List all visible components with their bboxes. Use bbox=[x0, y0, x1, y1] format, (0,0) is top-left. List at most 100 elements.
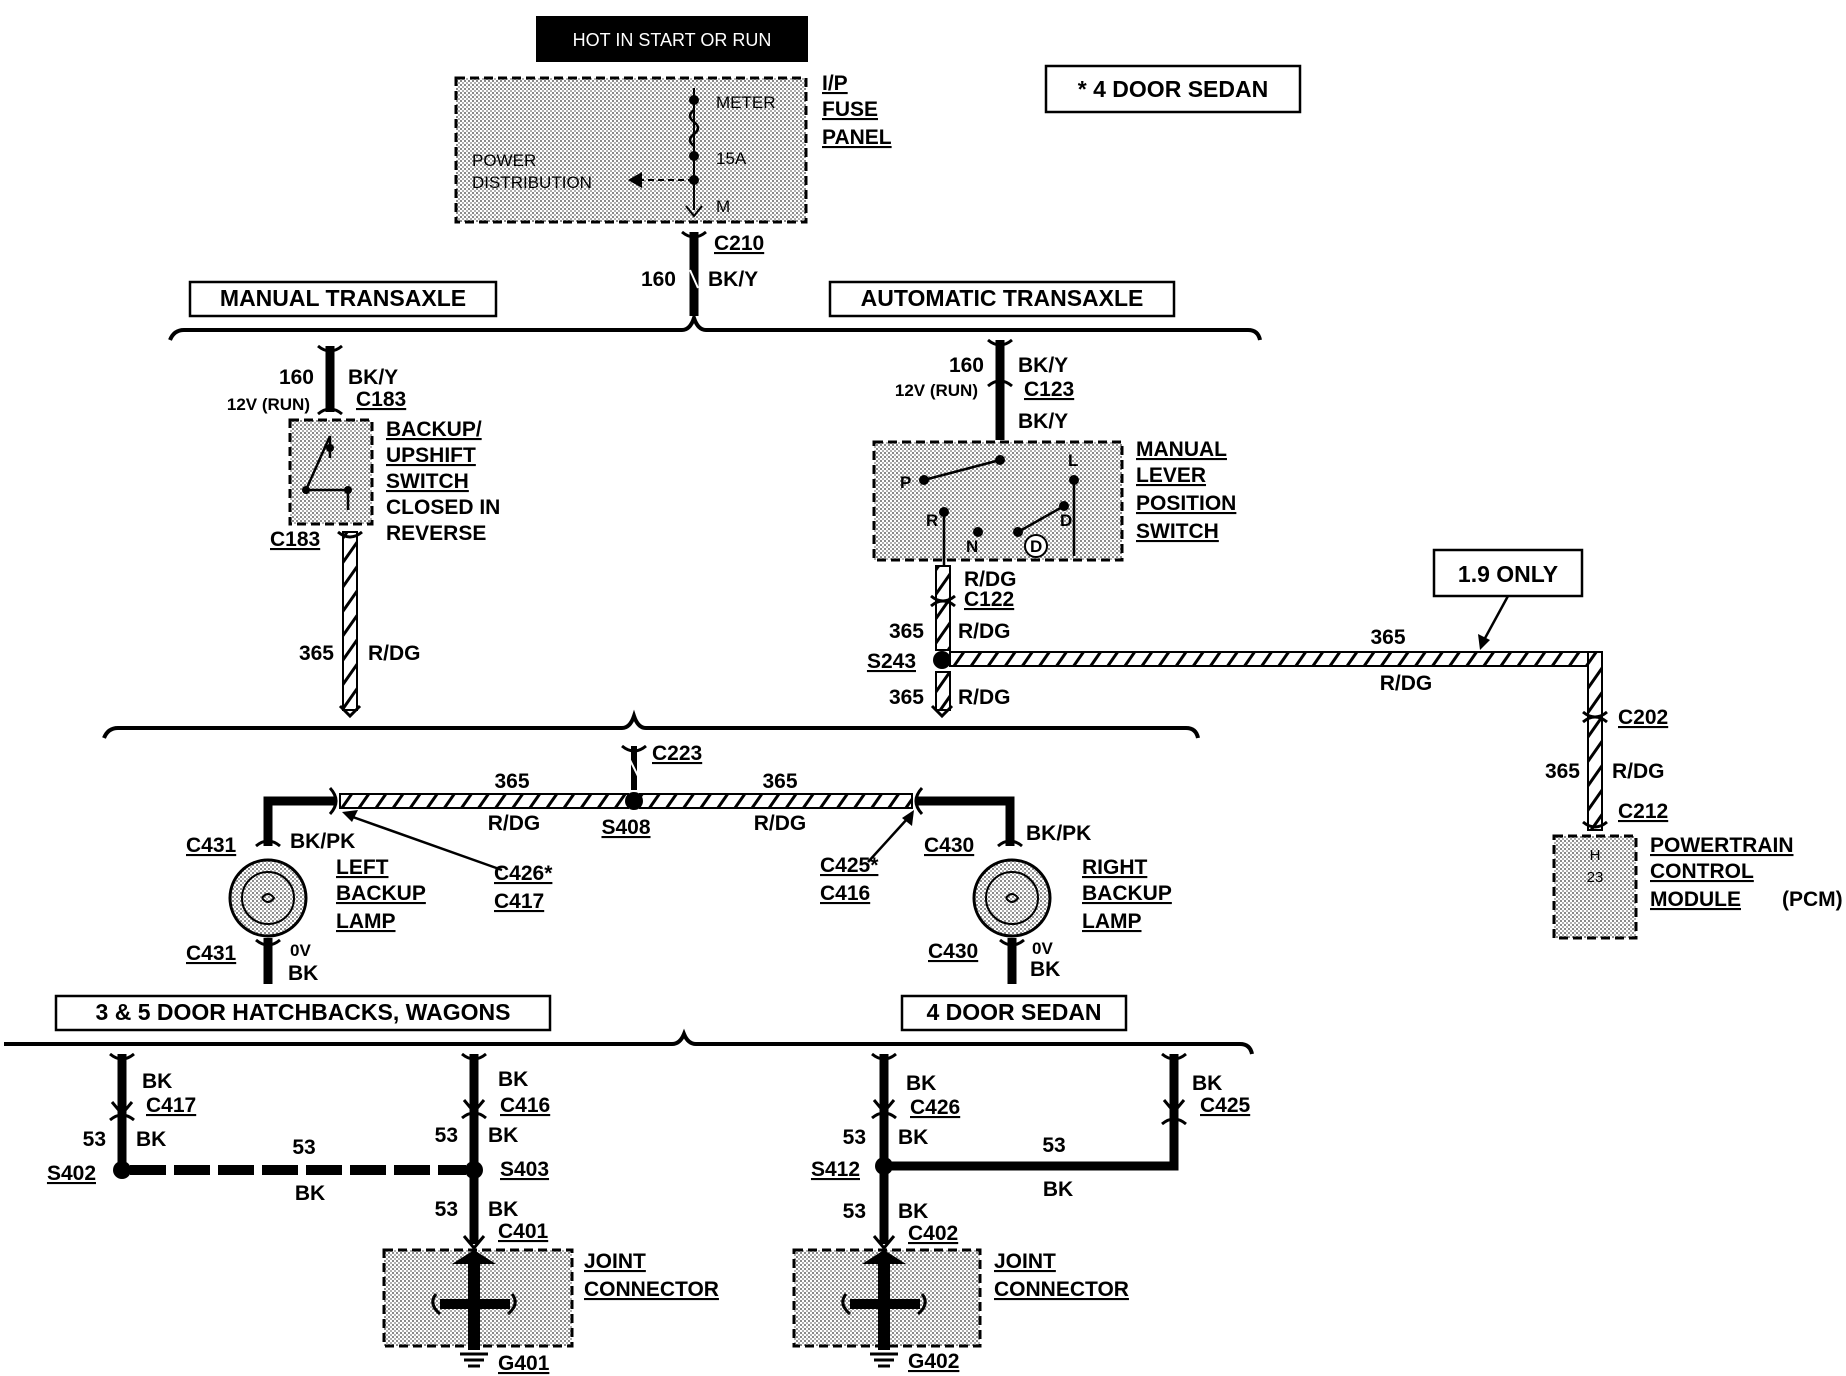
left-lamp-pointer bbox=[349, 814, 503, 872]
sedan-wire-circuit: 53 bbox=[1042, 1134, 1065, 1157]
pcm-horizontal-wire bbox=[949, 651, 1603, 667]
fuse-panel-box bbox=[454, 76, 808, 224]
trunk-color: BK/Y bbox=[708, 268, 758, 291]
note-box bbox=[1044, 64, 1302, 114]
right-lamp-feed bbox=[916, 796, 1015, 846]
manual-conn-top: C183 bbox=[356, 388, 406, 411]
fuse-panel-name-3: PANEL bbox=[822, 126, 892, 149]
left-lamp-color: BK/PK bbox=[290, 830, 355, 853]
fuse-node bbox=[689, 151, 699, 161]
splice-s243-label: S243 bbox=[867, 650, 916, 673]
right-lamp-voltage: 0V bbox=[1032, 939, 1053, 958]
left-lamp-voltage: 0V bbox=[290, 941, 311, 960]
manual-out-color: R/DG bbox=[368, 642, 421, 665]
splice-s402-label: S402 bbox=[47, 1162, 96, 1185]
splice-s243 bbox=[933, 651, 951, 669]
lamp-bus-right-circuit: 365 bbox=[762, 770, 797, 793]
pcm-name-1: POWERTRAIN bbox=[1650, 834, 1794, 857]
right-lamp-color: BK/PK bbox=[1026, 822, 1091, 845]
splice-s412 bbox=[875, 1157, 893, 1175]
right-lamp-ground-color: BK bbox=[1030, 958, 1060, 981]
pcm-box bbox=[1552, 834, 1638, 940]
splice-s402 bbox=[113, 1161, 131, 1179]
fuse-rating: 15A bbox=[716, 149, 747, 168]
auto-output-wire bbox=[935, 565, 951, 651]
pcm-wire-color: R/DG bbox=[1380, 672, 1433, 695]
lamp-bus-left-circuit: 365 bbox=[494, 770, 529, 793]
lever-switch-name-3: POSITION bbox=[1136, 492, 1236, 515]
right-lamp-conn-top: C430 bbox=[924, 834, 974, 857]
sedan-c425: C425 bbox=[1200, 1094, 1251, 1117]
left-lamp-conn-bottom: C431 bbox=[186, 942, 237, 965]
right-lamp-name-1: RIGHT bbox=[1082, 856, 1148, 879]
section-bracket-top bbox=[168, 311, 1262, 341]
only-pointer bbox=[1482, 595, 1510, 641]
hatch-c401: C401 bbox=[498, 1220, 549, 1243]
lamp-bus-right-color: R/DG bbox=[754, 812, 807, 835]
hatch-s403-bk: BK bbox=[488, 1198, 518, 1221]
pcm-name-2: CONTROL bbox=[1650, 860, 1754, 883]
fuse-panel-out-arrow bbox=[685, 205, 703, 218]
right-lamp-name-3: LAMP bbox=[1082, 910, 1142, 933]
automatic-section-label: AUTOMATIC TRANSAXLE bbox=[861, 285, 1144, 311]
auto-out-color: R/DG bbox=[964, 568, 1017, 591]
fuse-m-label: M bbox=[716, 197, 730, 216]
manual-circuit: 160 bbox=[279, 366, 314, 389]
sedan-c426-bk-2: BK bbox=[898, 1126, 928, 1149]
right-conn-2: C416 bbox=[820, 882, 870, 905]
switch-note-1: CLOSED IN bbox=[386, 496, 500, 519]
auto-splice-out-circuit: 365 bbox=[889, 686, 924, 709]
auto-splice-in-circuit: 365 bbox=[889, 620, 924, 643]
ground-bracket bbox=[4, 1028, 1254, 1055]
sedan-section-box bbox=[900, 994, 1128, 1032]
auto-conn-top: C123 bbox=[1024, 378, 1074, 401]
lever-pos-od: D bbox=[1030, 537, 1042, 556]
auto-circuit: 160 bbox=[949, 354, 984, 377]
pcm-conn-top: C202 bbox=[1618, 706, 1668, 729]
sedan-section-label: 4 DOOR SEDAN bbox=[926, 999, 1101, 1025]
hatch-section-box bbox=[54, 994, 552, 1032]
manual-color: BK/Y bbox=[348, 366, 398, 389]
trunk-connector-icon bbox=[681, 230, 707, 239]
lever-pos-l: L bbox=[1068, 451, 1078, 470]
hatch-c417-bk: BK bbox=[142, 1070, 172, 1093]
only-box bbox=[1432, 548, 1584, 598]
lever-switch-name-1: MANUAL bbox=[1136, 438, 1227, 461]
left-lamp-feed bbox=[263, 796, 336, 846]
pcm-vertical-wire bbox=[1587, 651, 1603, 831]
sedan-ground-wire bbox=[892, 1124, 1179, 1171]
trunk-circuit: 160 bbox=[641, 268, 676, 291]
manual-output-wire bbox=[342, 531, 358, 711]
sedan-c425-bk: BK bbox=[1192, 1072, 1222, 1095]
note-box-label: * 4 DOOR SEDAN bbox=[1078, 76, 1268, 102]
auto-splice-out-color: R/DG bbox=[958, 686, 1011, 709]
sedan-c426: C426 bbox=[910, 1096, 960, 1119]
left-lamp-name-2: BACKUP bbox=[336, 882, 426, 905]
auto-color-2: BK/Y bbox=[1018, 410, 1068, 433]
auto-splice-in-color: R/DG bbox=[958, 620, 1011, 643]
left-lamp-conn-top: C431 bbox=[186, 834, 237, 857]
pcm-color-2: R/DG bbox=[1612, 760, 1665, 783]
splice-s412-label: S412 bbox=[811, 1158, 860, 1181]
fuse-panel-name-1: I/P bbox=[822, 72, 848, 95]
lamp-bus-conn: C223 bbox=[652, 742, 702, 765]
lamp-bus-left-color: R/DG bbox=[488, 812, 541, 835]
sedan-g402: G402 bbox=[908, 1350, 959, 1373]
ground-symbol-g402 bbox=[870, 1352, 898, 1368]
hatch-c416-circuit: 53 bbox=[435, 1124, 458, 1147]
switch-name-1: BACKUP/ bbox=[386, 418, 482, 441]
hatch-c416-bk-2: BK bbox=[488, 1124, 518, 1147]
lever-pos-p: P bbox=[900, 473, 911, 492]
power-dist-label-1: POWER bbox=[472, 151, 536, 170]
pcm-name-3: MODULE bbox=[1650, 888, 1741, 911]
splice-s403-label: S403 bbox=[500, 1158, 549, 1181]
sedan-joint-2: CONNECTOR bbox=[994, 1278, 1129, 1301]
lever-pos-n: N bbox=[966, 537, 978, 556]
manual-voltage: 12V (RUN) bbox=[227, 395, 310, 414]
sedan-c426-circuit: 53 bbox=[843, 1126, 866, 1149]
header-box-label: HOT IN START OR RUN bbox=[573, 30, 772, 50]
ground-symbol-g401 bbox=[460, 1352, 488, 1368]
sedan-c402: C402 bbox=[908, 1222, 958, 1245]
sedan-c426-bk: BK bbox=[906, 1072, 936, 1095]
